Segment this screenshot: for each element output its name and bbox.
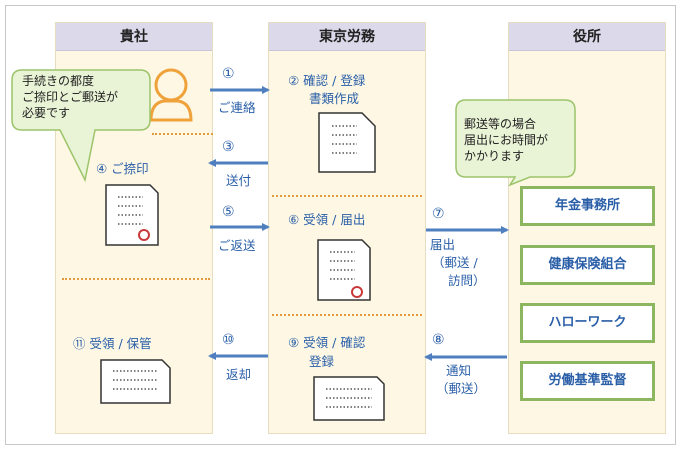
- column-office-header: 役所: [509, 23, 665, 51]
- callout-office-line-2: 届出にお時間が: [464, 133, 549, 147]
- callout-client-line-1: 手続きの都度: [22, 74, 95, 88]
- callout-office-line-3: かかります: [464, 149, 525, 163]
- step-10-label: 返却: [226, 367, 252, 382]
- step-11-label: ⑪ 受領 / 保管: [73, 336, 152, 351]
- step-10-number: ⑩: [222, 332, 235, 348]
- step-7-label-2: （郵送 /: [432, 255, 478, 270]
- document-step6-icon: [317, 239, 371, 301]
- step-9-label: ⑨ 受領 / 確認: [288, 335, 366, 350]
- step-1-number: ①: [222, 66, 235, 82]
- step-5-label: ご返送: [218, 238, 256, 253]
- separator-agency-2: [272, 314, 422, 316]
- callout-office-shape: [455, 99, 576, 187]
- callout-client-shape: [11, 69, 151, 183]
- column-client-header: 貴社: [56, 23, 212, 51]
- separator-client-1: [152, 133, 213, 135]
- person-icon: [149, 68, 193, 122]
- step-6-label: ⑥ 受領 / 届出: [288, 212, 366, 227]
- step-3-label: 送付: [226, 173, 252, 188]
- column-agency: 東京労務: [268, 22, 426, 434]
- step-7-label-3: 訪問）: [448, 273, 486, 288]
- office-pension: 年金事務所: [520, 186, 655, 226]
- step-3-number: ③: [222, 139, 235, 155]
- separator-client-2: [62, 278, 210, 280]
- step-8-label-1: 通知: [446, 363, 472, 378]
- office-labor-standards: 労働基準監督: [520, 361, 655, 401]
- step-8-label-2: （郵送）: [436, 381, 487, 396]
- step-7-label-1: 届出: [430, 237, 456, 252]
- document-step4-icon: [105, 184, 159, 246]
- callout-client-text: 手続きの都度 ご捺印とご郵送が 必要です: [22, 73, 118, 121]
- callout-office-text: 郵送等の場合 届出にお時間が かかります: [464, 116, 548, 164]
- callout-office-line-1: 郵送等の場合: [464, 117, 537, 131]
- step-5-number: ⑤: [222, 204, 235, 220]
- document-step2-icon: [318, 112, 376, 173]
- column-agency-header: 東京労務: [269, 23, 425, 51]
- office-health-insurance: 健康保険組合: [520, 245, 655, 285]
- step-1-label: ご連絡: [218, 100, 256, 115]
- callout-client-line-3: 必要です: [22, 106, 71, 120]
- document-step11-icon: [100, 359, 171, 404]
- step-4-label: ④ ご捺印: [96, 161, 149, 176]
- step-2-sublabel: 書類作成: [309, 91, 360, 106]
- step-2-label: ② 確認 / 登録: [288, 73, 366, 88]
- step-9-sublabel: 登録: [309, 354, 335, 369]
- step-8-number: ⑧: [432, 332, 445, 348]
- separator-agency-1: [272, 195, 422, 197]
- callout-client-line-2: ご捺印とご郵送が: [22, 90, 119, 104]
- step-7-number: ⑦: [432, 206, 445, 222]
- document-step9-icon: [313, 376, 385, 421]
- office-hello-work: ハローワーク: [520, 303, 655, 343]
